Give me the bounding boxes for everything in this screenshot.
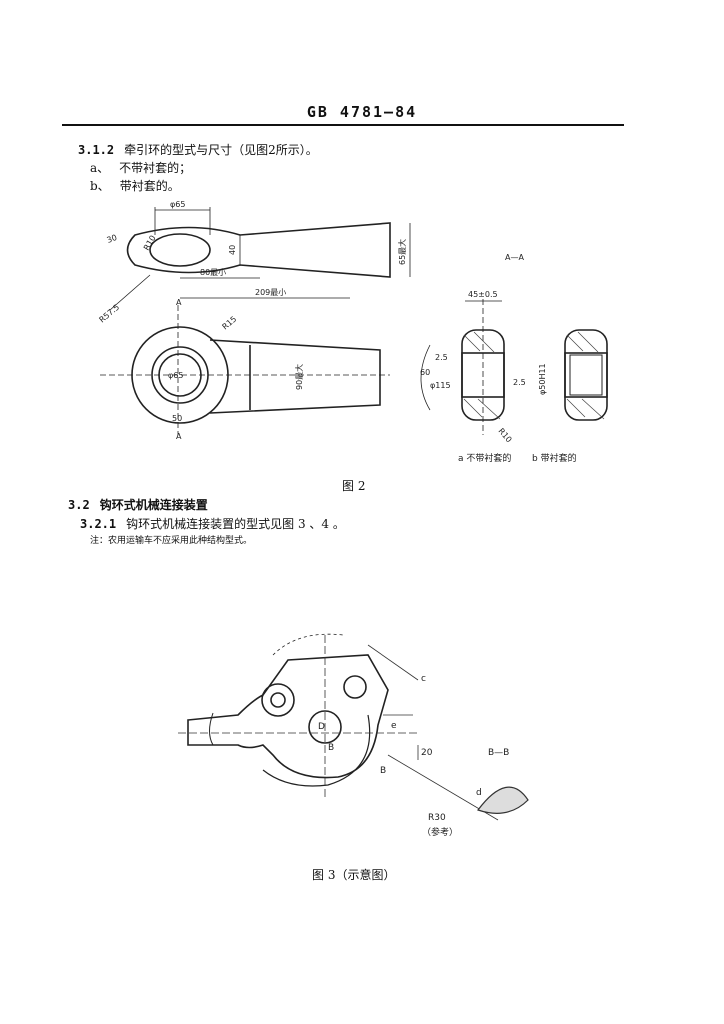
dim-65-max: 65最大 xyxy=(397,239,407,265)
section-text: 钩环式机械连接装置 xyxy=(99,498,208,512)
item-label: b、 xyxy=(90,179,110,193)
standard-code: GB 4781—84 xyxy=(306,103,418,121)
figure-3-caption: 图 3（示意图） xyxy=(312,868,396,882)
dim-30: 30 xyxy=(106,233,119,245)
dim-2-5-right: 2.5 xyxy=(513,378,526,387)
dim-2-5-left: 2.5 xyxy=(435,353,448,362)
dim-r57-5: R57.5 xyxy=(98,303,122,325)
section-number: 3.2 xyxy=(68,498,90,512)
section-text: 牵引环的型式与尺寸（见图2所示）。 xyxy=(124,143,318,157)
dim-80-min: 80最小 xyxy=(200,268,226,277)
label-b-arrow-2: B xyxy=(380,766,386,776)
label-e: e xyxy=(391,721,397,731)
item-text: 带衬套的。 xyxy=(119,179,180,193)
label-d-small: d xyxy=(476,788,482,798)
section-text: 钩环式机械连接装置的型式见图 3 、4 。 xyxy=(126,517,345,531)
section-marker-a-bottom: A xyxy=(176,432,182,441)
note: 注：农用运输车不应采用此种结构型式。 xyxy=(90,536,253,546)
section-3-1-2: 3.1.2 牵引环的型式与尺寸（见图2所示）。 xyxy=(78,142,318,158)
dim-r15: R15 xyxy=(221,315,239,332)
dim-r10: R10 xyxy=(142,234,158,252)
dim-inner-phi65: φ65 xyxy=(168,371,183,380)
figure-2-caption: 图 2 xyxy=(342,479,366,493)
dim-209-min: 209最小 xyxy=(255,288,286,297)
dim-60: 60 xyxy=(420,368,430,377)
dim-40: 40 xyxy=(228,245,237,255)
caption-sub-a: a 不带衬套的 xyxy=(458,452,511,464)
item-text: 不带衬套的； xyxy=(119,161,192,175)
section-number: 3.2.1 xyxy=(80,517,117,531)
section-3-2: 3.2 钩环式机械连接装置 xyxy=(68,497,208,513)
dim-r30-note: （参考） xyxy=(422,826,458,838)
item-label: a、 xyxy=(90,161,110,175)
list-item-b: b、带衬套的。 xyxy=(90,178,180,194)
dim-45: 45±0.5 xyxy=(468,290,498,299)
dim-phi65: φ65 xyxy=(170,200,185,209)
dim-phi115: φ115 xyxy=(430,381,451,390)
label-b-arrow-1: B xyxy=(328,743,334,753)
dim-20: 20 xyxy=(421,748,433,758)
list-item-a: a、不带衬套的； xyxy=(90,160,191,176)
label-c: c xyxy=(421,674,426,684)
section-label-bb: B—B xyxy=(488,748,509,758)
section-number: 3.1.2 xyxy=(78,143,115,157)
section-marker-a-top: A xyxy=(176,298,182,307)
dim-50: 50 xyxy=(172,414,182,423)
dim-r30: R30 xyxy=(428,813,446,823)
figure-3-drawing: c e D B B 20 B—B d R30 （参考） xyxy=(178,633,529,838)
dim-r10-section: R10 xyxy=(496,427,513,445)
header-rule xyxy=(62,124,624,126)
caption-sub-b: b 带衬套的 xyxy=(532,452,577,464)
figure-2-drawing: φ65 R10 30 40 80最小 209最小 65最大 R57.5 A A … xyxy=(98,200,608,464)
label-d-circle: D xyxy=(318,722,325,732)
dim-phi50: φ50H11 xyxy=(538,363,547,395)
dim-90-max: 90最大 xyxy=(294,364,304,390)
section-3-2-1: 3.2.1 钩环式机械连接装置的型式见图 3 、4 。 xyxy=(80,516,345,532)
section-label-aa: A—A xyxy=(505,253,524,262)
